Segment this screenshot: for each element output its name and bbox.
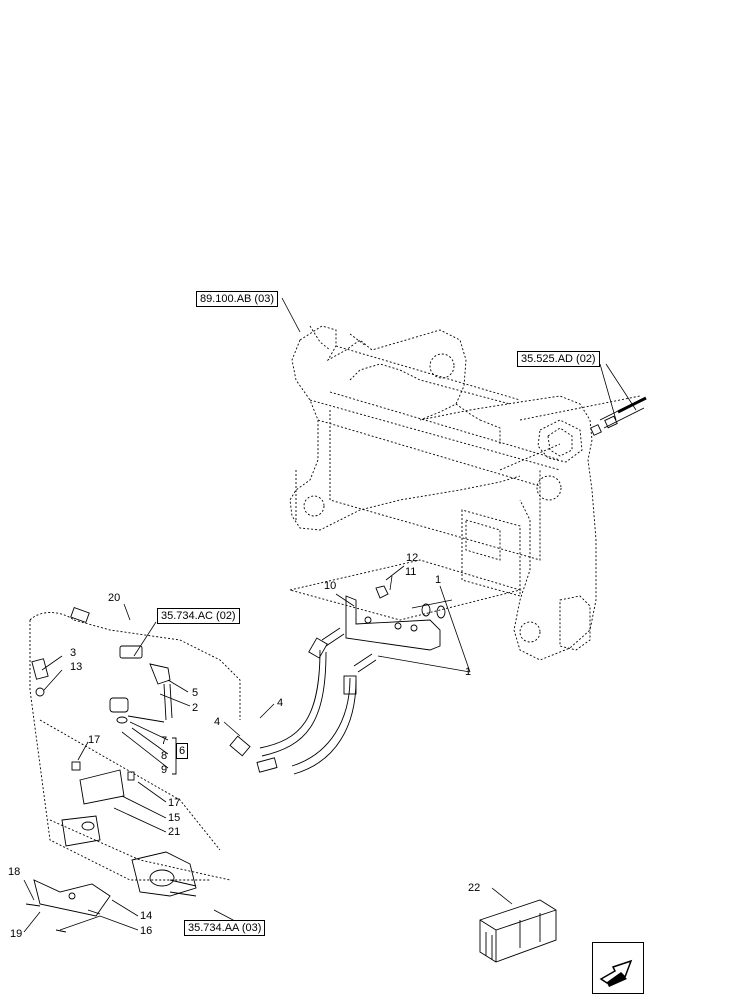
callout-number: 18: [8, 866, 21, 878]
quick-coupler-frame: [289, 325, 641, 661]
callout-number: 1: [435, 574, 442, 586]
kit-crate: [479, 899, 557, 963]
reference-label[interactable]: 35.525.AD (02): [517, 351, 600, 367]
callout-number: 17: [88, 734, 101, 746]
callout-leaders: [23, 297, 637, 933]
next-page-arrow-icon: [599, 959, 633, 987]
next-page-button[interactable]: [592, 942, 644, 994]
elbow-fittings: [109, 645, 173, 724]
mounting-plate: [345, 585, 446, 651]
callout-number: 4: [277, 697, 284, 709]
reference-label[interactable]: 89.100.AB (03): [196, 291, 278, 307]
callout-number: 7: [161, 735, 168, 747]
callout-number: 15: [168, 812, 181, 824]
callout-number: 20: [108, 592, 121, 604]
callout-number: 17: [168, 797, 181, 809]
hydraulic-coupler-fittings: [590, 396, 647, 436]
kit-label: 6: [176, 743, 188, 759]
callout-number: 21: [168, 826, 181, 838]
callout-number: 10: [324, 580, 337, 592]
callout-number: 11: [405, 566, 417, 578]
cylinder-body: [25, 606, 197, 933]
callout-number: 5: [192, 687, 199, 699]
callout-number: 8: [161, 750, 168, 762]
reference-label[interactable]: 35.734.AC (02): [157, 608, 240, 624]
callout-number: 2: [192, 702, 199, 714]
callout-number: 3: [70, 647, 77, 659]
callout-number: 16: [140, 925, 153, 937]
callout-number: 9: [161, 764, 168, 776]
callout-number: 12: [406, 552, 419, 564]
callout-number: 1: [465, 666, 472, 678]
callout-number: 13: [70, 661, 83, 673]
callout-number: 14: [140, 910, 153, 922]
reference-label[interactable]: 35.734.AA (03): [184, 920, 266, 936]
callout-number: 22: [468, 882, 481, 894]
auxiliary-cylinder: [29, 612, 241, 881]
hydraulic-hoses: [229, 627, 377, 775]
callout-number: 19: [10, 928, 23, 940]
callout-number: 4: [214, 716, 221, 728]
